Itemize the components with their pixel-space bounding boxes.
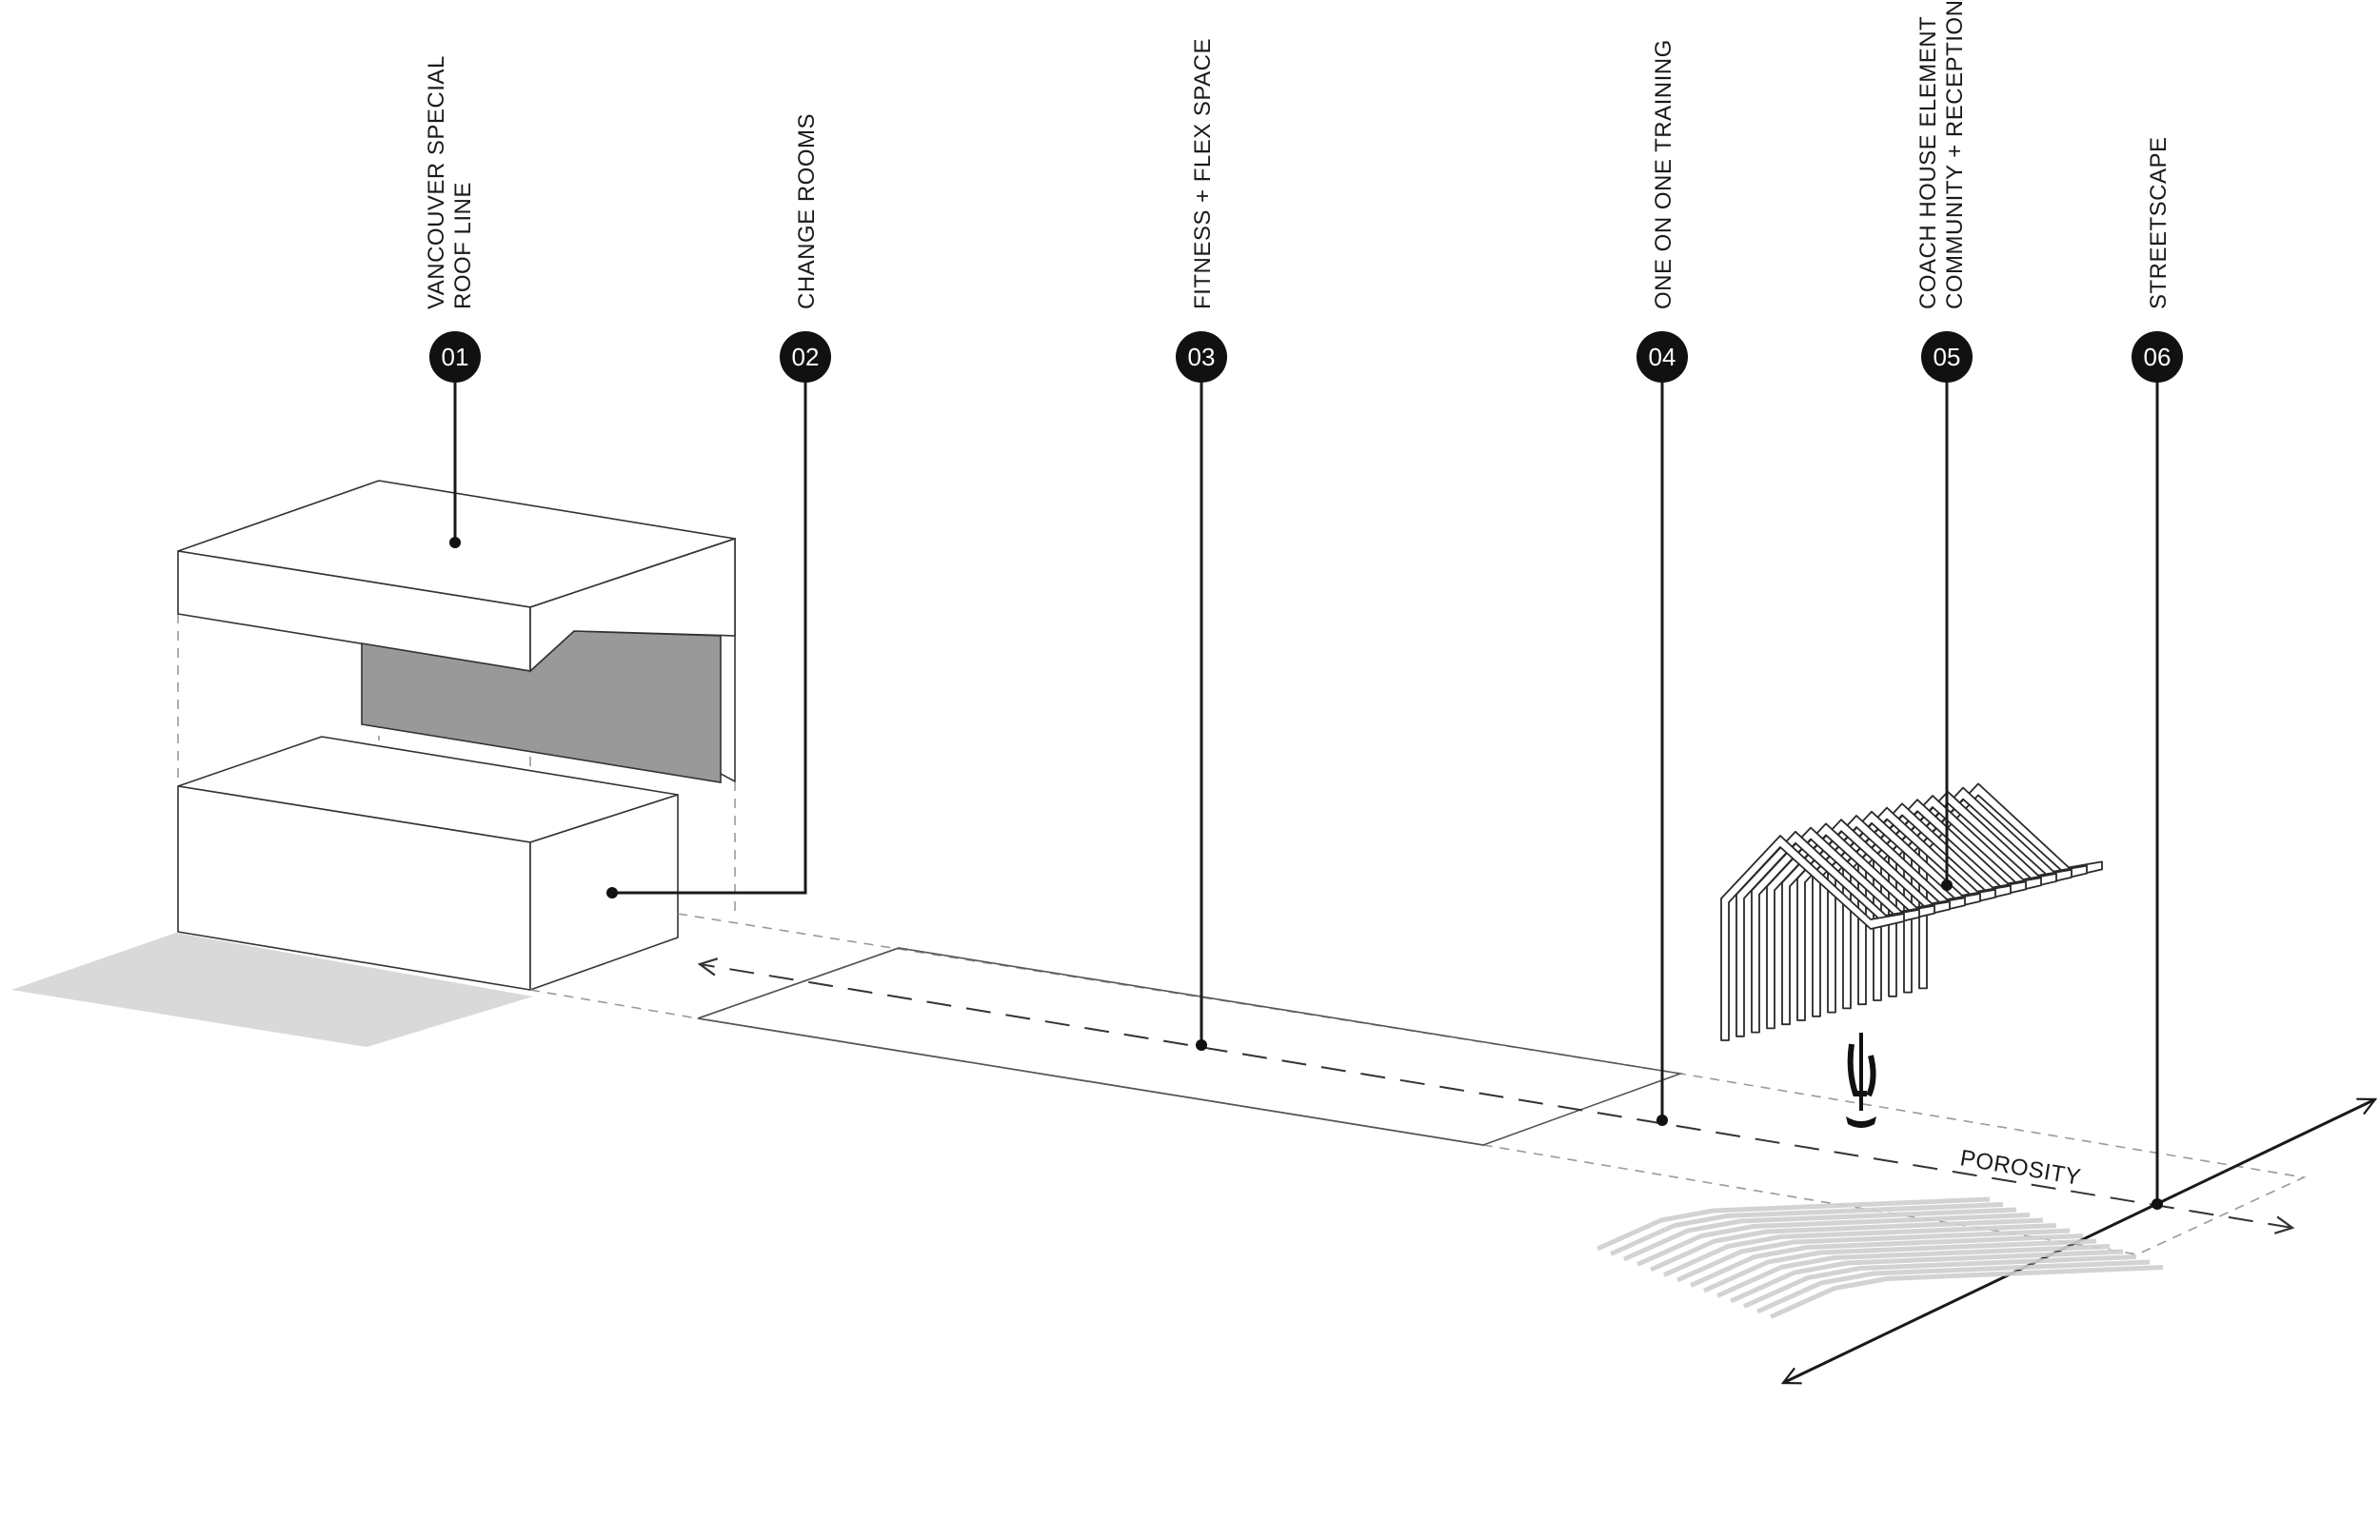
label-03: FITNESS + FLEX SPACE [1190,38,1216,309]
coach-shadow-slat [1636,1213,2031,1267]
leaders [453,357,2159,1204]
label-06-line1: STREETSCAPE [2146,136,2172,309]
coach-shadow-slat [1609,1202,2004,1256]
marker-04 [1636,331,1688,383]
coach-shadow-slat [1689,1234,2084,1288]
coach-shadow-slat [1649,1217,2044,1273]
label-04: ONE ON ONE TRAINING [1651,39,1676,309]
label-05-line2: COMMUNITY + RECEPTION [1942,0,1968,309]
marker-01-number: 01 [442,343,469,371]
marker-06-number: 06 [2144,343,2172,371]
coach-shadow-slat [1742,1254,2137,1309]
coach-shadow-slat [1769,1265,2164,1319]
callout-02: 02 [780,331,831,383]
callout-05: 05 [1921,331,1973,383]
marker-03-number: 03 [1188,343,1216,371]
porosity-axis [700,964,2292,1228]
coach-shadow-slat [1676,1228,2071,1283]
label-05-line1: COACH HOUSE ELEMENT [1915,16,1941,309]
logo-icon [1846,1033,1876,1128]
label-05: COACH HOUSE ELEMENT COMMUNITY + RECEPTIO… [1915,0,1968,309]
coach-shadow-slat [1729,1249,2124,1304]
coach-house-element [1720,782,2103,1041]
callout-04: 04 [1636,331,1688,383]
callout-01: 01 [429,331,481,383]
change-rooms-volume [177,736,679,991]
coach-shadow-slat [1662,1223,2057,1277]
porosity-label: POROSITY [1958,1145,2083,1191]
coach-shadow-slat [1622,1207,2017,1262]
label-01: VANCOUVER SPECIAL ROOF LINE [424,55,476,309]
label-02-line1: CHANGE ROOMS [794,113,820,309]
marker-02-number: 02 [792,343,820,371]
coach-shadow-slat [1716,1244,2111,1298]
label-06: STREETSCAPE [2146,136,2172,309]
leader-dots [449,537,2163,1210]
marker-05 [1921,331,1973,383]
marker-04-number: 04 [1649,343,1676,371]
marker-01 [429,331,481,383]
marker-02 [780,331,831,383]
callout-03: 03 [1176,331,1227,383]
label-03-line1: FITNESS + FLEX SPACE [1190,38,1216,309]
coach-shadow-slat [1702,1238,2097,1293]
marker-05-number: 05 [1934,343,1961,371]
coach-shadow-slat [1755,1259,2151,1314]
coach-house-shadow [1596,1196,2164,1319]
building-shadow [11,933,533,1047]
coach-house-slat [1720,835,1905,1041]
label-01-line1: VANCOUVER SPECIAL [424,55,449,309]
flex-space-slab [529,913,2307,1255]
marker-06 [2132,331,2183,383]
callout-06: 06 [2132,331,2183,383]
coach-shadow-slat [1596,1196,1991,1252]
label-02: CHANGE ROOMS [794,113,820,309]
marker-03 [1176,331,1227,383]
label-01-line2: ROOF LINE [450,182,476,309]
label-04-line1: ONE ON ONE TRAINING [1651,39,1676,309]
